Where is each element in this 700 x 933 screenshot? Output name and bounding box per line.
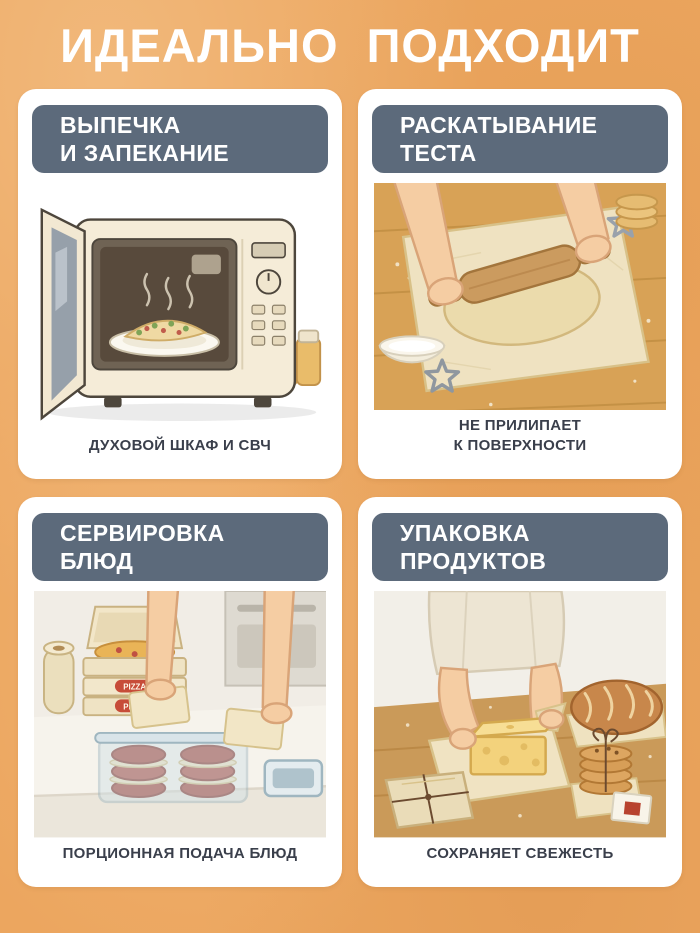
card-rolling-title: РАСКАТЫВАНИЕ ТЕСТА — [400, 112, 598, 167]
rolling-dough-illustration — [374, 183, 666, 410]
feet — [104, 396, 272, 408]
card-baking: ВЫПЕЧКА И ЗАПЕКАНИЕ — [18, 89, 342, 479]
card-packaging-header: УПАКОВКА ПРОДУКТОВ — [372, 513, 668, 582]
cheese-block — [467, 715, 561, 776]
poster-title: ИДЕАЛЬНО ПОДХОДИТ — [60, 19, 640, 72]
hands — [426, 234, 612, 306]
open-door — [40, 207, 86, 421]
card-rolling-dough: РАСКАТЫВАНИЕ ТЕСТА — [358, 89, 682, 479]
plate-with-food — [108, 319, 220, 357]
wrapped-parcel — [384, 771, 475, 830]
card-baking-caption: ДУХОВОЙ ШКАФ И СВЧ — [88, 436, 272, 454]
card-packaging: УПАКОВКА ПРОДУКТОВ — [358, 497, 682, 887]
portion-serving-illustration: PIZZA PIZZA — [34, 591, 326, 838]
card-serving: СЕРВИРОВКА БЛЮД — [18, 497, 342, 887]
hands-placing-parchment — [128, 591, 295, 751]
patty-stacks — [109, 744, 237, 799]
microwave-illustration — [34, 183, 326, 429]
card-rolling-caption: НЕ ПРИЛИПАЕТ К ПОВЕРХНОСТИ — [453, 417, 587, 454]
rolling-dough-svg — [374, 183, 666, 410]
card-serving-header: СЕРВИРОВКА БЛЮД — [32, 513, 328, 582]
cards-grid: ВЫПЕЧКА И ЗАПЕКАНИЕ — [0, 89, 700, 887]
container-lid — [263, 759, 324, 798]
hands — [448, 709, 565, 751]
star-cookie-cutter-bottom — [424, 358, 461, 393]
food-wrapping-illustration — [374, 591, 666, 838]
card-baking-title: ВЫПЕЧКА И ЗАПЕКАНИЕ — [60, 112, 230, 167]
card-baking-header: ВЫПЕЧКА И ЗАПЕКАНИЕ — [32, 105, 328, 174]
glass-container — [94, 732, 252, 804]
bread-loaf — [566, 679, 666, 748]
card-serving-title: СЕРВИРОВКА БЛЮД — [60, 520, 225, 575]
floor-shadow — [47, 403, 317, 422]
flour-bowl — [378, 335, 446, 364]
card-packaging-title: УПАКОВКА ПРОДУКТОВ — [400, 520, 547, 575]
rolling-pin-and-hands — [388, 183, 612, 307]
portion-serving-svg: PIZZA PIZZA — [34, 591, 326, 838]
svg-text:PIZZA: PIZZA — [123, 683, 146, 692]
microwave-oven-svg — [40, 207, 322, 422]
person-torso — [427, 591, 566, 676]
card-serving-caption: ПОРЦИОННАЯ ПОДАЧА БЛЮД — [62, 844, 298, 862]
control-panel — [241, 239, 286, 370]
card-rolling-header: РАСКАТЫВАНИЕ ТЕСТА — [372, 105, 668, 174]
cookie-stack — [615, 193, 659, 230]
steam — [143, 272, 194, 311]
card-packaging-caption: СОХРАНЯЕТ СВЕЖЕСТЬ — [426, 844, 614, 862]
parchment-roll — [42, 640, 75, 715]
food-wrapping-svg — [374, 591, 666, 838]
jam-packet — [610, 791, 653, 825]
